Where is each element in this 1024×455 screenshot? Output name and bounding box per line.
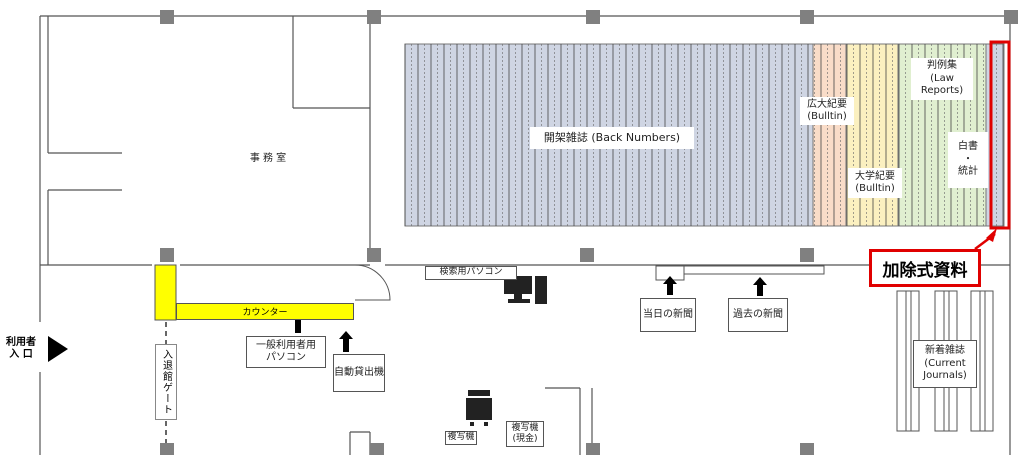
back-numbers-label: 開架雑誌 (Back Numbers) xyxy=(530,127,694,149)
current-journals-label: 新着雑誌 (Current Journals) xyxy=(913,340,977,388)
gate-label: 入退館ゲート xyxy=(155,344,177,420)
todays-newspaper-label: 当日の新聞 xyxy=(640,298,696,332)
general-pc-label: 一般利用者用 パソコン xyxy=(246,336,326,368)
walls xyxy=(39,15,1011,455)
pillar xyxy=(586,443,600,455)
pillar xyxy=(800,443,814,455)
entrance-arrow-icon xyxy=(48,336,68,362)
newspaper-rack-past xyxy=(683,265,825,275)
hakusho-label: 白書 ・ 統計 xyxy=(948,132,988,188)
pillar xyxy=(370,443,384,455)
loose-leaf-callout: 加除式資料 xyxy=(869,249,981,287)
counter-label: カウンター xyxy=(176,303,354,320)
pillar xyxy=(160,10,174,24)
copier-cash-label: 複写機 (現金) xyxy=(506,421,544,447)
pillars xyxy=(160,10,1018,455)
counter-side xyxy=(154,264,177,321)
copier-icon xyxy=(466,390,492,426)
pillar xyxy=(160,443,174,455)
entrance-label: 利用者 入 口 xyxy=(6,337,36,360)
office-label: 事 務 室 xyxy=(249,153,287,164)
callout-arrowhead xyxy=(986,228,997,242)
computer-icon xyxy=(504,276,547,304)
door-arc xyxy=(354,264,391,301)
search-pc-label: 検索用パソコン xyxy=(425,266,517,280)
pillar xyxy=(800,248,814,262)
past-newspaper-label: 過去の新聞 xyxy=(728,298,788,332)
daigaku-kiyo-label: 大学紀要 (Bulltin) xyxy=(848,168,902,198)
pillar xyxy=(1004,10,1018,24)
pillar xyxy=(580,248,594,262)
copier-label: 複写機 xyxy=(445,431,477,445)
auto-checkout-label: 自動貸出機 xyxy=(333,354,385,392)
pillar xyxy=(800,10,814,24)
pillar xyxy=(367,248,381,262)
kodai-kiyo-label: 広大紀要 (Bulltin) xyxy=(800,97,854,125)
pillar xyxy=(586,10,600,24)
arrow-up-icon xyxy=(339,331,353,352)
arrow-up-icon xyxy=(663,276,677,295)
pillar xyxy=(367,10,381,24)
loose-leaf-highlight xyxy=(989,40,1011,230)
law-reports-label: 判例集 (Law Reports) xyxy=(911,58,973,100)
arrow-up-icon xyxy=(753,277,767,296)
pillar xyxy=(160,248,174,262)
